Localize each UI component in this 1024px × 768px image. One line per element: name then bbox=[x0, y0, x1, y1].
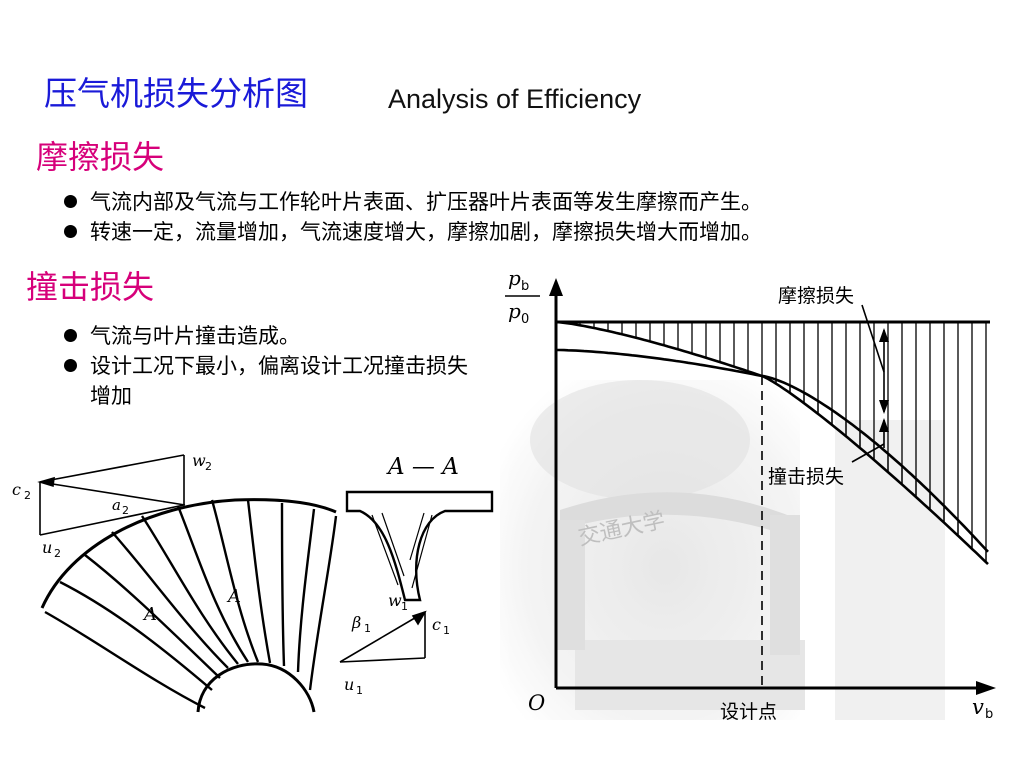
blade-section-a-a: A — A β 1 w 1 c 1 u 1 bbox=[339, 454, 494, 697]
y-axis-label: p b p 0 bbox=[505, 266, 540, 327]
w1-label: w bbox=[388, 591, 402, 610]
u1-label: u bbox=[344, 675, 354, 694]
svg-text:2: 2 bbox=[122, 504, 129, 517]
friction-bullet-2: 转速一定，流量增加，气流速度增大，摩擦加剧，摩擦损失增大而增加。 bbox=[62, 217, 1017, 247]
loss-analysis-diagram: 交通大学 摩擦损失 撞击损失 设计点 p b p 0 O v bbox=[12, 266, 996, 723]
section-title: A — A bbox=[386, 454, 459, 480]
impeller-sketch: c 2 w 2 a 2 u 2 A A bbox=[12, 451, 338, 713]
svg-text:1: 1 bbox=[356, 684, 363, 697]
a2-label: a bbox=[112, 496, 121, 514]
page-title: 压气机损失分析图 bbox=[44, 74, 308, 113]
svg-text:2: 2 bbox=[54, 547, 61, 560]
u2-label: u bbox=[42, 538, 52, 557]
section-mark-left: A bbox=[142, 604, 157, 625]
svg-text:2: 2 bbox=[205, 460, 212, 473]
w2-label: w bbox=[192, 451, 206, 470]
svg-text:v: v bbox=[972, 695, 984, 719]
section-mark-right: A bbox=[226, 586, 241, 607]
actual-pressure-curve bbox=[556, 348, 989, 553]
friction-loss-heading: 摩擦损失 bbox=[36, 138, 165, 176]
impeller-hub bbox=[196, 662, 316, 713]
svg-text:b: b bbox=[985, 707, 993, 722]
impact-loss-heading: 撞击损失 bbox=[26, 268, 155, 306]
campus-photo-background: 交通大学 bbox=[500, 380, 945, 720]
design-point-label: 设计点 bbox=[720, 701, 777, 723]
impact-label-leader bbox=[851, 443, 885, 463]
c1-label: c bbox=[432, 615, 441, 634]
velocity-triangle-outlet bbox=[37, 454, 186, 536]
c2-label: c bbox=[12, 480, 21, 499]
impact-dimension-arrow-top bbox=[879, 418, 889, 432]
friction-loss-list: 气流内部及气流与工作轮叶片表面、扩压器叶片表面等发生摩擦而产生。 转速一定，流量… bbox=[62, 187, 1017, 247]
friction-bullet-1: 气流内部及气流与工作轮叶片表面、扩压器叶片表面等发生摩擦而产生。 bbox=[62, 187, 1017, 217]
origin-label: O bbox=[528, 691, 545, 715]
section-hatching bbox=[371, 512, 433, 589]
svg-text:b: b bbox=[521, 279, 529, 294]
svg-text:p: p bbox=[508, 299, 521, 323]
friction-dimension-arrow-top bbox=[879, 328, 889, 342]
impact-bullet-2: 设计工况下最小，偏离设计工况撞击损失增加 bbox=[62, 351, 472, 411]
beta1-label: β bbox=[351, 613, 361, 632]
svg-text:1: 1 bbox=[401, 600, 408, 613]
x-axis-arrow bbox=[976, 681, 996, 695]
loss-hatching bbox=[565, 322, 987, 563]
impact-loss-label: 撞击损失 bbox=[768, 466, 844, 488]
x-axis-label: v b bbox=[972, 695, 993, 722]
friction-dimension-arrow-bottom bbox=[879, 400, 889, 414]
impact-loss-list: 气流与叶片撞击造成。 设计工况下最小，偏离设计工况撞击损失增加 bbox=[62, 321, 472, 411]
page-title-english: Analysis of Efficiency bbox=[388, 84, 642, 114]
svg-text:2: 2 bbox=[24, 489, 31, 502]
friction-loss-label: 摩擦损失 bbox=[778, 285, 854, 307]
velocity-triangle-inlet bbox=[339, 610, 427, 663]
svg-text:1: 1 bbox=[443, 624, 450, 637]
pressure-ratio-chart: 摩擦损失 撞击损失 设计点 p b p 0 O v b bbox=[505, 266, 996, 723]
friction-loss-curve bbox=[555, 320, 989, 566]
friction-label-leader bbox=[861, 304, 885, 373]
svg-text:1: 1 bbox=[364, 622, 371, 635]
svg-text:p: p bbox=[508, 266, 521, 290]
impact-bullet-1: 气流与叶片撞击造成。 bbox=[62, 321, 472, 351]
svg-text:0: 0 bbox=[521, 312, 529, 327]
impeller-outer-rim bbox=[40, 498, 337, 609]
impeller-blades bbox=[44, 499, 338, 710]
y-axis-arrow bbox=[549, 278, 563, 296]
